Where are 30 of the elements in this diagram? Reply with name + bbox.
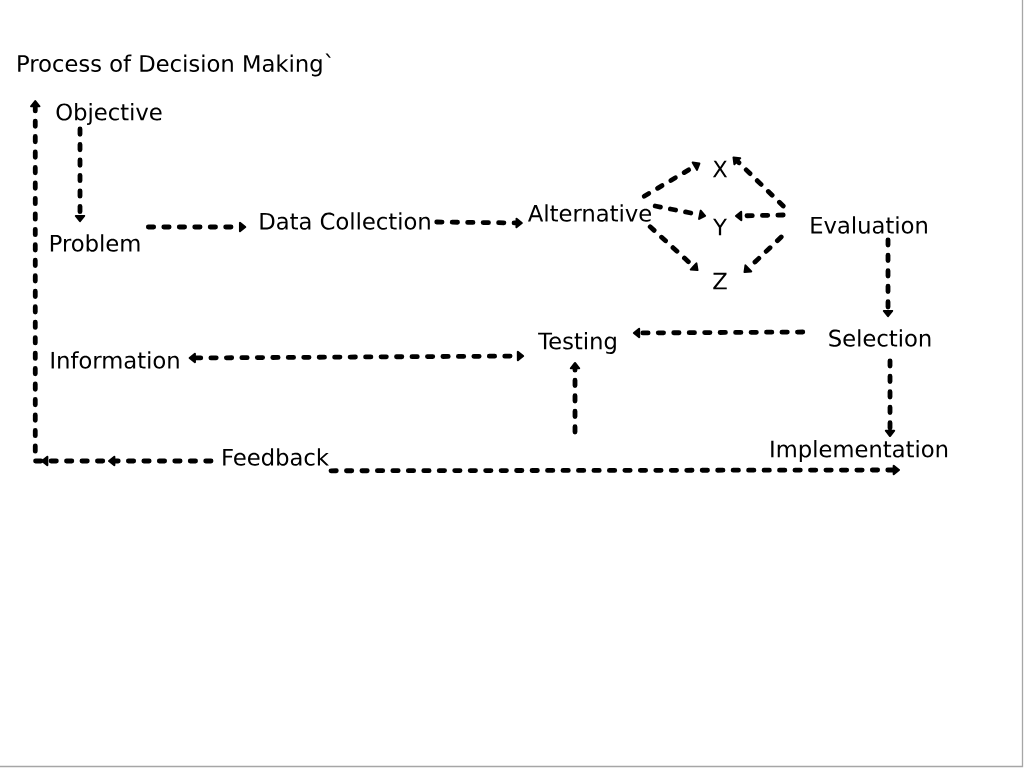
step-label: X: [712, 160, 728, 178]
dashed-arrow: [734, 210, 786, 222]
dashed-arrow: [732, 156, 786, 209]
dashed-arrow: [74, 126, 86, 223]
step-label: Implementation: [771, 440, 948, 462]
dashed-arrow: [652, 203, 707, 220]
step-label: Feedback: [223, 448, 329, 466]
dashed-arrow: [145, 221, 247, 233]
step-label: Alternative: [528, 204, 651, 222]
dashed-arrow: [641, 161, 701, 199]
step-label: Y: [713, 218, 727, 236]
step-label: Evaluation: [811, 216, 927, 234]
step-label: Testing: [538, 332, 616, 354]
dashed-arrow: [30, 100, 214, 467]
step-label: Z: [713, 272, 727, 290]
diagram-title: Process of Decision Making`: [18, 53, 331, 77]
dashed-arrow: [632, 327, 806, 339]
dashed-arrow: [882, 237, 894, 318]
double-headed-arrow: [188, 350, 525, 364]
step-label: Objective: [56, 103, 162, 125]
dashed-arrow: [434, 217, 523, 229]
dashed-arrow: [569, 361, 581, 435]
dashed-arrow: [647, 224, 699, 272]
step-label: Information: [51, 351, 179, 369]
step-label: Data Collection: [260, 212, 430, 230]
step-label: Selection: [829, 329, 931, 347]
dashed-arrow: [884, 358, 896, 438]
dashed-arrow: [743, 234, 784, 274]
step-label: Problem: [50, 234, 140, 252]
dashed-arrow: [328, 464, 900, 476]
